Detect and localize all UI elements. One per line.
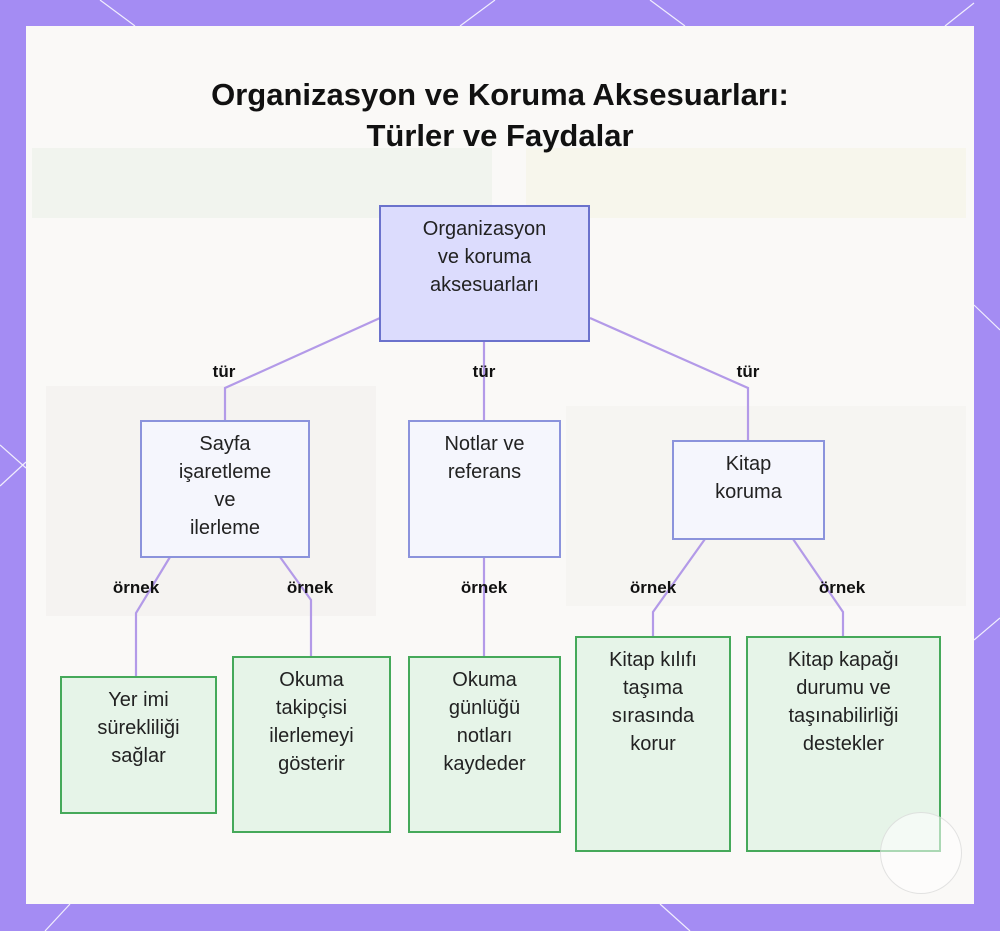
diagram-title: Organizasyon ve Koruma Aksesuarları: Tür…	[0, 74, 1000, 156]
node-book-protection: Kitap koruma	[672, 440, 825, 540]
node-leaf-sleeve: Kitap kılıfı taşıma sırasında korur	[575, 636, 731, 852]
edge-label-type-center: tür	[472, 362, 496, 381]
node-notes: Notlar ve referans	[408, 420, 561, 558]
edge-root-page-marking	[223, 316, 381, 420]
node-page-marking: Sayfa işaretleme ve ilerleme	[140, 420, 310, 558]
edge-root-book-protection	[589, 316, 750, 440]
node-leaf-sleeve-label: Kitap kılıfı taşıma sırasında korur	[609, 649, 697, 755]
node-page-marking-label: Sayfa işaretleme ve ilerleme	[178, 433, 272, 539]
edge-page-marking-tracker	[279, 556, 313, 656]
node-notes-label: Notlar ve referans	[444, 433, 525, 483]
node-root: Organizasyon ve koruma aksesuarları	[379, 205, 590, 342]
edge-book-sleeve	[651, 538, 706, 636]
edge-label-type-left: tür	[212, 362, 236, 381]
node-leaf-tracker: Okuma takipçisi ilerlemeyi gösterir	[232, 656, 391, 833]
edge-label-type-right: tür	[736, 362, 760, 381]
edge-label-example-3: örnek	[460, 578, 508, 597]
node-leaf-cover-label: Kitap kapağı durumu ve taşınabilirliği d…	[787, 649, 900, 755]
node-leaf-journal-label: Okuma günlüğü notları kaydeder	[443, 669, 526, 775]
node-leaf-place: Yer imi sürekliliği sağlar	[60, 676, 217, 814]
edge-book-cover	[792, 538, 845, 636]
edge-label-example-4: örnek	[629, 578, 677, 597]
watermark-logo-icon	[880, 812, 962, 894]
node-root-label: Organizasyon ve koruma aksesuarları	[422, 218, 547, 296]
node-leaf-cover: Kitap kapağı durumu ve taşınabilirliği d…	[746, 636, 941, 852]
edge-label-example-5: örnek	[818, 578, 866, 597]
node-book-protection-label: Kitap koruma	[715, 453, 782, 503]
background-ghost-band-right	[526, 148, 966, 218]
node-leaf-tracker-label: Okuma takipçisi ilerlemeyi gösterir	[269, 669, 354, 775]
edge-page-marking-place	[134, 556, 171, 676]
title-line-2: Türler ve Faydalar	[366, 118, 634, 153]
edge-label-example-2: örnek	[286, 578, 334, 597]
title-line-1: Organizasyon ve Koruma Aksesuarları:	[211, 77, 789, 112]
edge-label-example-1: örnek	[112, 578, 160, 597]
node-leaf-journal: Okuma günlüğü notları kaydeder	[408, 656, 561, 833]
node-leaf-place-label: Yer imi sürekliliği sağlar	[97, 689, 180, 767]
